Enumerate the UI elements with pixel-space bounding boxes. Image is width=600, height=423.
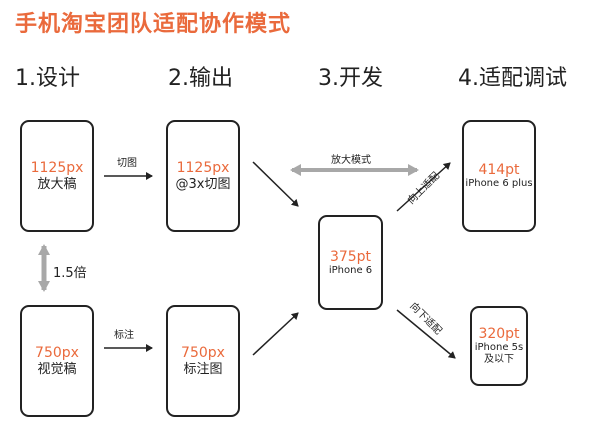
dev-label: iPhone 6 (328, 264, 373, 276)
phone-dev-iphone6: 375pt iPhone 6 (318, 215, 383, 310)
output-large-label: @3x切图 (175, 176, 231, 192)
phone-output-large: 1125px @3x切图 (166, 120, 240, 232)
step-develop: 3.开发 (318, 66, 383, 91)
output-to-dev-top-arrow (252, 161, 299, 207)
step-adapt-debug: 4.适配调试 (458, 66, 567, 91)
annotate-label: 标注 (114, 330, 134, 341)
output-small-value: 750px (181, 344, 225, 361)
design-large-label: 放大稿 (37, 176, 77, 192)
design-small-label: 视觉稿 (37, 361, 77, 377)
design-large-value: 1125px (30, 159, 84, 176)
adapt-down-arrow (396, 309, 456, 359)
dev-value: 375pt (329, 248, 372, 265)
five-s-label-2: 及以下 (484, 354, 514, 365)
phone-iphone6-plus: 414pt iPhone 6 plus (462, 120, 536, 232)
plus-label: iPhone 6 plus (465, 178, 533, 189)
phone-design-small: 750px 视觉稿 (20, 305, 94, 417)
zoom-mode-label: 放大模式 (331, 155, 371, 166)
phone-design-large: 1125px 放大稿 (20, 120, 94, 232)
output-to-dev-bottom-arrow (252, 312, 299, 356)
five-s-label: iPhone 5s (474, 342, 524, 353)
step-output: 2.输出 (168, 66, 233, 91)
phone-output-small: 750px 标注图 (166, 305, 240, 417)
scale-label: 1.5倍 (53, 266, 87, 281)
output-small-label: 标注图 (183, 361, 223, 377)
cut-label: 切图 (117, 158, 137, 169)
output-large-value: 1125px (176, 159, 230, 176)
five-s-value: 320pt (478, 326, 520, 342)
adapt-up-arrow (396, 162, 451, 212)
page-title: 手机淘宝团队适配协作模式 (15, 12, 292, 37)
plus-value: 414pt (478, 162, 520, 178)
design-small-value: 750px (35, 344, 79, 361)
phone-iphone5s: 320pt iPhone 5s 及以下 (470, 306, 528, 386)
step-design: 1.设计 (15, 66, 80, 91)
